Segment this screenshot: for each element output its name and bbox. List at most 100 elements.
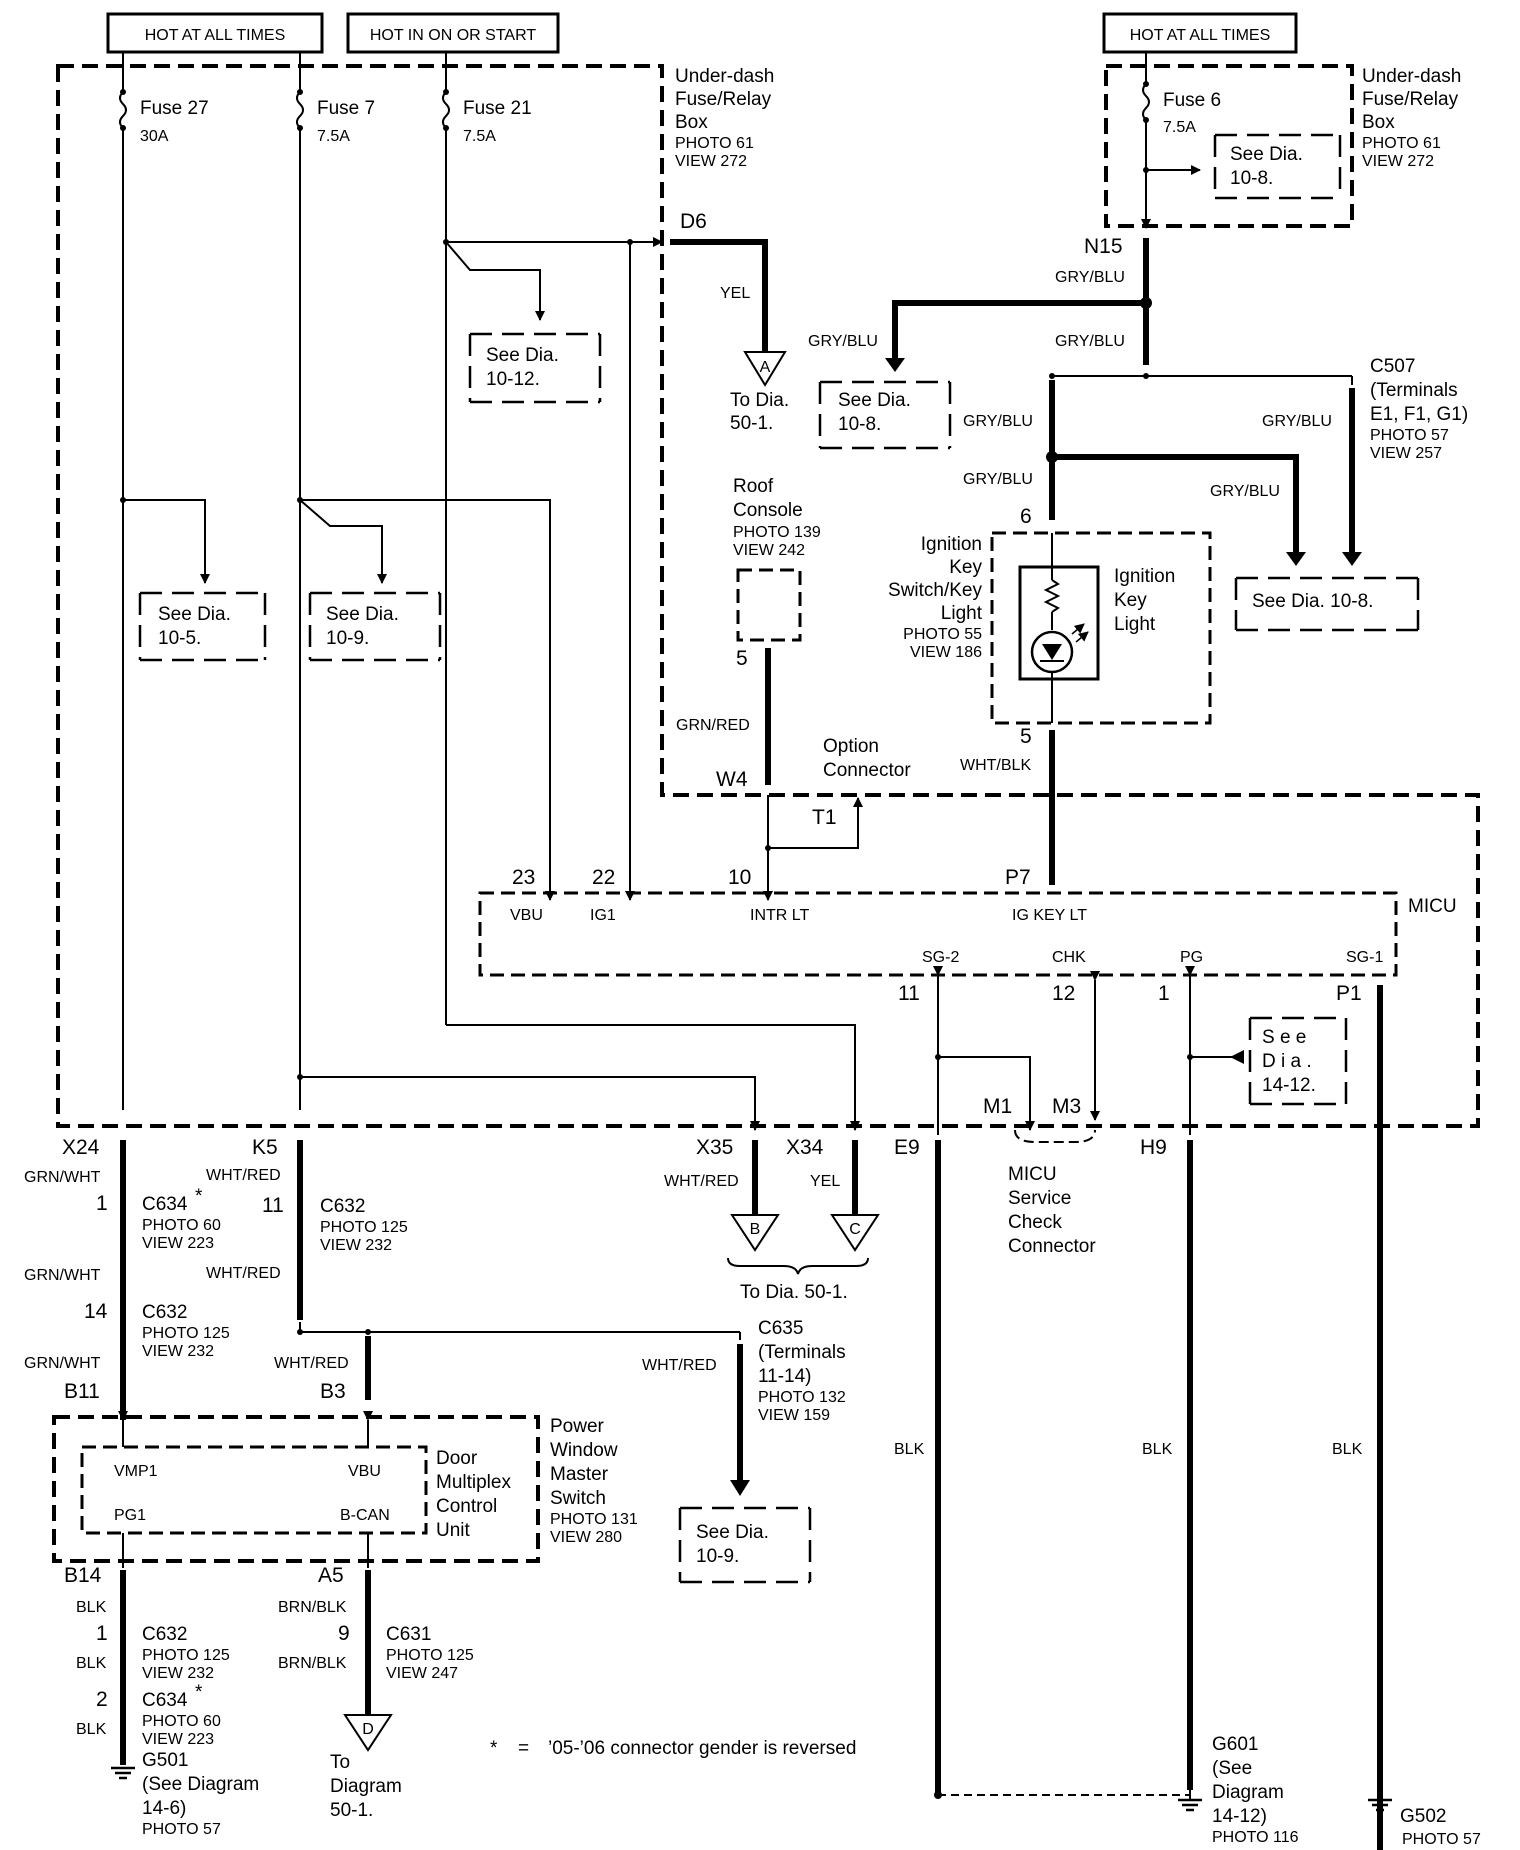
micu-label: MICU bbox=[1408, 896, 1457, 917]
svg-text:PHOTO 125: PHOTO 125 bbox=[320, 1219, 408, 1236]
pwms-label: Power bbox=[550, 1416, 605, 1437]
svg-text:PHOTO 57: PHOTO 57 bbox=[1370, 427, 1449, 444]
pwms-label: Window bbox=[550, 1440, 618, 1461]
g601-label: (See bbox=[1212, 1758, 1252, 1779]
see-dia-ref: See Dia. bbox=[838, 390, 911, 411]
fusebox-right-photo: PHOTO 61 bbox=[1362, 135, 1441, 152]
see-dia-ref: D i a . bbox=[1262, 1051, 1312, 1072]
see-dia-ref: See Dia. bbox=[158, 604, 231, 625]
ground-g502-icon bbox=[1368, 1798, 1392, 1812]
wire-color: GRN/RED bbox=[676, 717, 750, 734]
option-connector-label: Connector bbox=[823, 760, 911, 781]
header-hot-at-all-times-right: HOT AT ALL TIMES bbox=[1102, 12, 1298, 54]
fuse-amp: 7.5A bbox=[1163, 119, 1196, 136]
roof-console-label: Console bbox=[733, 500, 803, 521]
wire-color: YEL bbox=[720, 285, 750, 302]
header-label: HOT AT ALL TIMES bbox=[1130, 27, 1271, 44]
fuse-amp: 7.5A bbox=[317, 128, 350, 145]
svg-text:1: 1 bbox=[96, 1192, 108, 1215]
wire-color: WHT/RED bbox=[274, 1355, 349, 1372]
connector-b11: B11 bbox=[64, 1380, 100, 1403]
see-dia-ref: 10-9. bbox=[696, 1546, 739, 1567]
connector-c507: C507 (Terminals E1, F1, G1) PHOTO 57 VIE… bbox=[1370, 356, 1468, 462]
fuse-7: Fuse 7 7.5A bbox=[296, 52, 375, 145]
ref-see-dia-10-12: See Dia. 10-12. bbox=[468, 332, 602, 404]
svg-text:*: * bbox=[195, 1186, 203, 1207]
see-dia-ref: 10-12. bbox=[486, 369, 540, 390]
wire-color: BRN/BLK bbox=[278, 1599, 347, 1616]
dmcu-label: Control bbox=[436, 1496, 497, 1517]
svg-text:C634: C634 bbox=[142, 1690, 188, 1711]
roof-console-box bbox=[736, 568, 802, 642]
wire-color: GRY/BLU bbox=[963, 471, 1033, 488]
see-dia-ref: 10-8. bbox=[1230, 168, 1273, 189]
dmcu-pin-vbu: VBU bbox=[348, 1463, 381, 1480]
footnote-eq: = bbox=[518, 1738, 529, 1759]
wire-color: YEL bbox=[810, 1173, 840, 1190]
pin-label: 5 bbox=[736, 647, 748, 670]
wire-color: BLK bbox=[76, 1599, 107, 1616]
see-dia-ref: See Dia. bbox=[326, 604, 399, 625]
svg-text:C632: C632 bbox=[142, 1302, 187, 1323]
micu-pin-sg2: SG-2 bbox=[922, 949, 959, 966]
pin-label: 5 bbox=[1020, 725, 1032, 748]
svg-text:PHOTO 125: PHOTO 125 bbox=[142, 1647, 230, 1664]
fuse-label: Fuse 27 bbox=[140, 98, 209, 119]
wire-color: WHT/RED bbox=[642, 1357, 717, 1374]
connector-c632c: 1 C632 PHOTO 125 VIEW 232 bbox=[96, 1622, 230, 1682]
wire-color: BLK bbox=[1332, 1441, 1363, 1458]
connector-c635: C635 (Terminals 11-14) PHOTO 132 VIEW 15… bbox=[758, 1318, 846, 1424]
footnote-text: ’05-’06 connector gender is reversed bbox=[548, 1738, 856, 1759]
g501-label: (See Diagram bbox=[142, 1774, 259, 1795]
connector-c634a: 1 C634 * PHOTO 60 VIEW 223 bbox=[96, 1186, 221, 1252]
power-window-master-switch-box bbox=[52, 1415, 540, 1563]
svg-text:C635: C635 bbox=[758, 1318, 803, 1339]
dmcu-label: Door bbox=[436, 1448, 478, 1469]
wire-color: BLK bbox=[76, 1721, 107, 1738]
wire-color: GRN/WHT bbox=[24, 1267, 101, 1284]
door-multiplex-control-unit-box bbox=[80, 1445, 428, 1535]
fuse-27: Fuse 27 30A bbox=[119, 52, 209, 145]
dmcu-pin-pg1: PG1 bbox=[114, 1507, 146, 1524]
g601-photo: PHOTO 116 bbox=[1212, 1829, 1299, 1846]
connector-x34: X34 bbox=[786, 1136, 824, 1159]
pin-label: 23 bbox=[512, 866, 535, 889]
see-dia-ref: See Dia. bbox=[486, 345, 559, 366]
svg-text:1: 1 bbox=[96, 1622, 108, 1645]
wire-color: GRY/BLU bbox=[1210, 483, 1280, 500]
header-label: HOT AT ALL TIMES bbox=[145, 27, 286, 44]
connector-c632a: 11 C632 PHOTO 125 VIEW 232 bbox=[262, 1194, 408, 1254]
fuse-6: Fuse 6 7.5A See Dia. 10-8. bbox=[1141, 52, 1342, 229]
connector-h9: H9 bbox=[1140, 1136, 1167, 1159]
micu-pin-igkey: IG KEY LT bbox=[1012, 907, 1087, 924]
connector-m1: M1 bbox=[983, 1095, 1012, 1118]
svg-text:PHOTO 60: PHOTO 60 bbox=[142, 1713, 221, 1730]
g601-label: G601 bbox=[1212, 1734, 1258, 1755]
underdash-fusebox-right-outline bbox=[1104, 64, 1354, 228]
dmcu-label: Unit bbox=[436, 1520, 471, 1541]
fusebox-right-view: VIEW 272 bbox=[1362, 153, 1434, 170]
fusebox-right-title: Under-dash bbox=[1362, 66, 1461, 87]
ground-g601-icon bbox=[1178, 1790, 1202, 1812]
ref-see-dia-14-12: S e e D i a . 14-12. bbox=[1248, 1016, 1348, 1106]
fuse-label: Fuse 7 bbox=[317, 98, 375, 119]
svg-text:11: 11 bbox=[262, 1194, 284, 1217]
ignition-switch-label: Key bbox=[949, 557, 982, 578]
svg-text:C631: C631 bbox=[386, 1624, 431, 1645]
wire-color: BLK bbox=[76, 1655, 107, 1672]
svg-text:PHOTO 125: PHOTO 125 bbox=[386, 1647, 474, 1664]
ref-see-dia-10-8-mid: See Dia. 10-8. bbox=[818, 380, 952, 450]
to-dia-ref: Diagram bbox=[330, 1776, 402, 1797]
svg-text:VIEW 223: VIEW 223 bbox=[142, 1235, 214, 1252]
header-label: HOT IN ON OR START bbox=[370, 27, 536, 44]
pwms-photo: PHOTO 131 bbox=[550, 1511, 638, 1528]
wire-color: WHT/RED bbox=[206, 1167, 281, 1184]
ref-see-dia-10-8-right: See Dia. 10-8. bbox=[1234, 576, 1420, 632]
wire-color: BLK bbox=[1142, 1441, 1173, 1458]
wire-color: WHT/RED bbox=[664, 1173, 739, 1190]
pin-label: 22 bbox=[592, 866, 615, 889]
connector-p1: P1 bbox=[1336, 982, 1362, 1005]
pin-label: 1 bbox=[1158, 982, 1170, 1005]
ignition-switch-label: Switch/Key bbox=[888, 580, 982, 601]
